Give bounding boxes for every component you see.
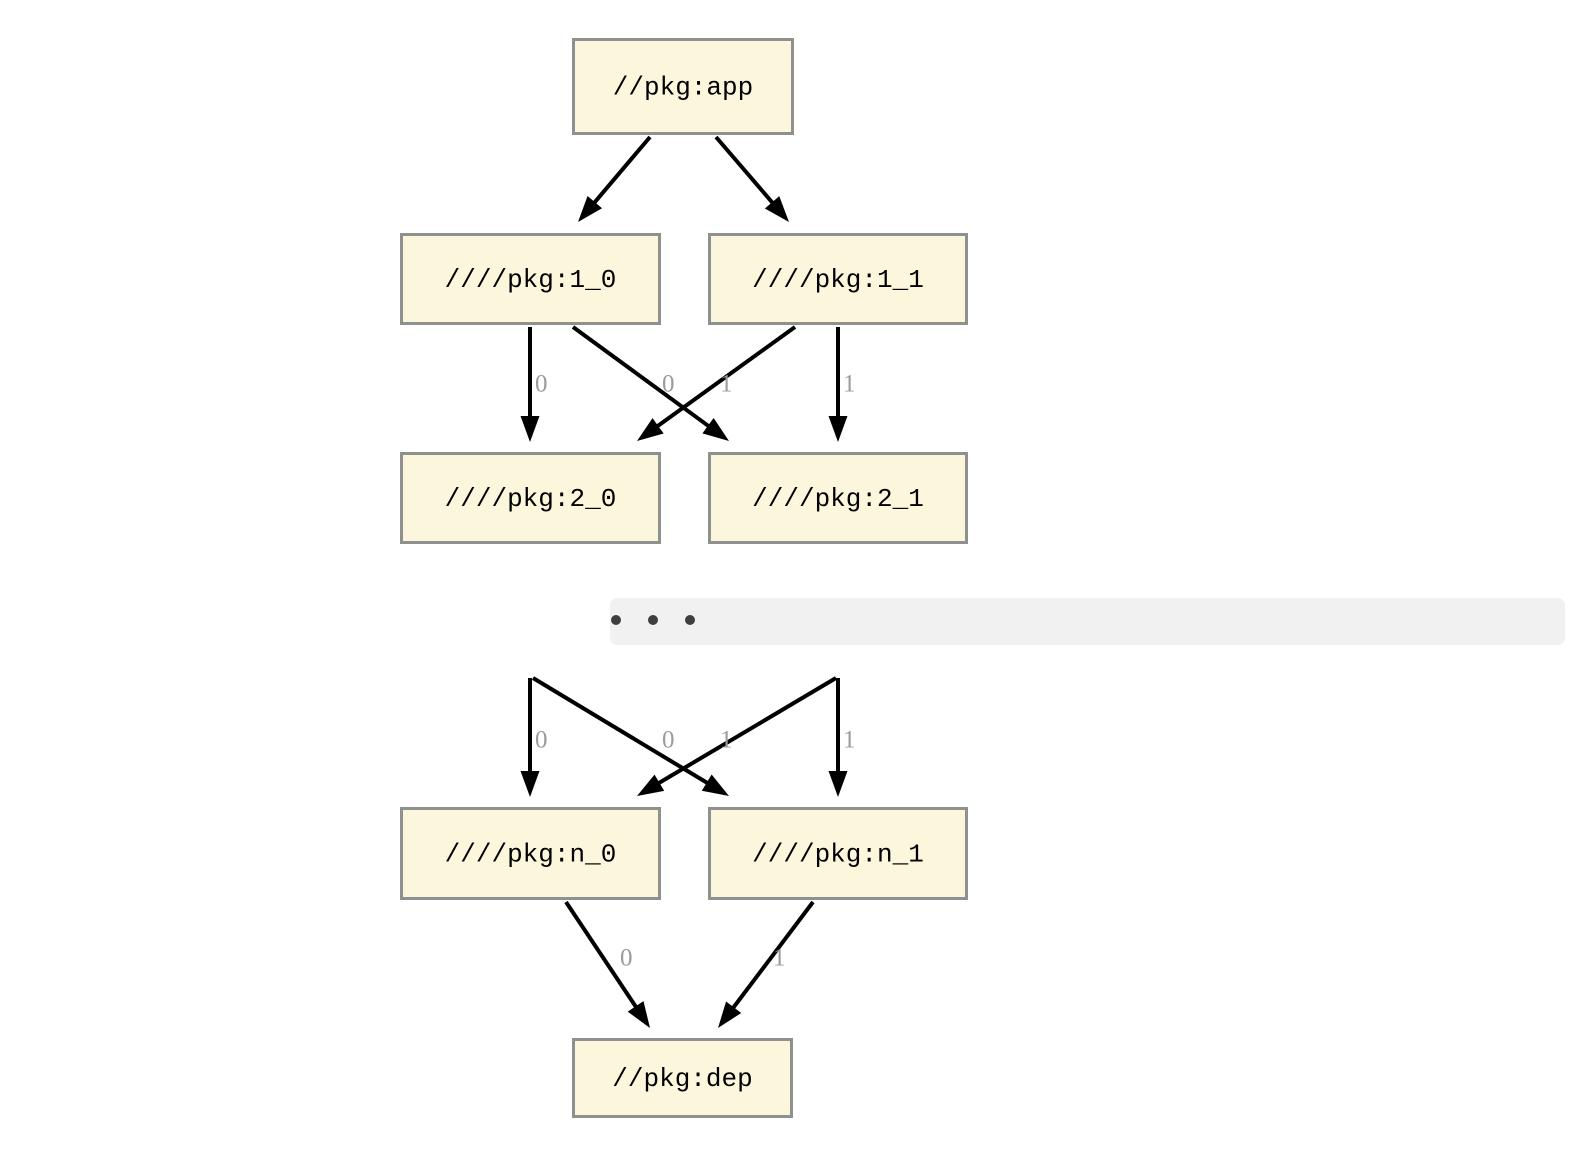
graph-edge [531,676,729,796]
graph-edge [637,325,797,441]
graph-node-l1_1[interactable]: ////pkg:1_1 [708,233,968,325]
edge-line [714,135,776,206]
edge-arrowhead [578,196,603,222]
edge-arrowhead [627,1001,650,1028]
node-box[interactable] [572,38,794,135]
node-label: //pkg:app [613,72,753,102]
node-label: ////pkg:n_0 [445,839,617,869]
graph-node-ln_1[interactable]: ////pkg:n_1 [708,807,968,900]
node-box[interactable] [400,807,661,900]
graph-edge [578,135,652,222]
graph-edge [571,325,729,441]
edge-label: 0 [535,371,548,398]
edge-line [655,676,838,786]
edge-arrowhead [702,417,729,441]
node-label: ////pkg:n_1 [752,839,924,869]
edge-label: 0 [662,727,675,754]
graph-edge [564,900,650,1028]
edge-label: 0 [620,945,633,972]
graph-node-l2_0[interactable]: ////pkg:2_0 [400,452,661,544]
node-label: ////pkg:1_0 [445,265,617,295]
edge-arrowhead [764,196,789,222]
node-box[interactable] [708,233,968,325]
edge-labels-layer: 0 0 1 1 0 0 1 1 0 1 [535,371,856,972]
edge-line [654,325,797,430]
node-label: ////pkg:1_1 [752,265,924,295]
ellipsis-dot [685,615,695,625]
edge-line [531,676,711,786]
node-box[interactable] [708,452,968,544]
graph-node-ln_0[interactable]: ////pkg:n_0 [400,807,661,900]
node-label: ////pkg:2_0 [445,484,617,514]
edge-line [571,325,712,430]
edge-arrowhead [828,771,848,797]
edge-label: 0 [662,371,675,398]
ellipsis-separator [610,598,1565,645]
edge-line [730,900,815,1011]
edge-line [591,135,652,206]
graph-node-l1_0[interactable]: ////pkg:1_0 [400,233,661,325]
node-label: //pkg:dep [612,1064,752,1094]
graph-node-dep[interactable]: //pkg:dep [572,1038,793,1118]
edge-arrowhead [701,774,729,796]
edge-label: 1 [720,727,733,754]
edges-layer [520,135,848,1028]
node-box[interactable] [400,452,661,544]
nodes-layer: //pkg:app ////pkg:1_0 ////pkg:1_1 ////pkg:2… [400,38,968,1118]
edge-arrowhead [520,771,540,797]
graph-edge [520,678,540,797]
edge-line [564,900,639,1010]
graph-node-l2_1[interactable]: ////pkg:2_1 [708,452,968,544]
node-box[interactable] [572,1038,793,1118]
graph-edge [718,900,815,1028]
graph-node-app[interactable]: //pkg:app [572,38,794,135]
edge-arrowhead [637,774,665,796]
graph-edge [828,327,848,442]
edge-label: 1 [720,371,733,398]
edge-label: 1 [773,945,786,972]
edge-arrowhead [520,416,540,442]
graph-edge [637,676,838,796]
graph-edge [828,678,848,797]
edge-arrowhead [637,418,664,441]
edge-label: 1 [843,371,856,398]
graph-edge [714,135,789,222]
node-box[interactable] [400,233,661,325]
edge-label: 0 [535,727,548,754]
edge-arrowhead [828,416,848,442]
node-label: ////pkg:2_1 [752,484,924,514]
edge-label: 1 [843,727,856,754]
ellipsis-band [610,598,1565,645]
node-box[interactable] [708,807,968,900]
edge-arrowhead [718,1001,742,1028]
ellipsis-dot [611,615,621,625]
ellipsis-dot [648,615,658,625]
graph-edge [520,327,540,442]
